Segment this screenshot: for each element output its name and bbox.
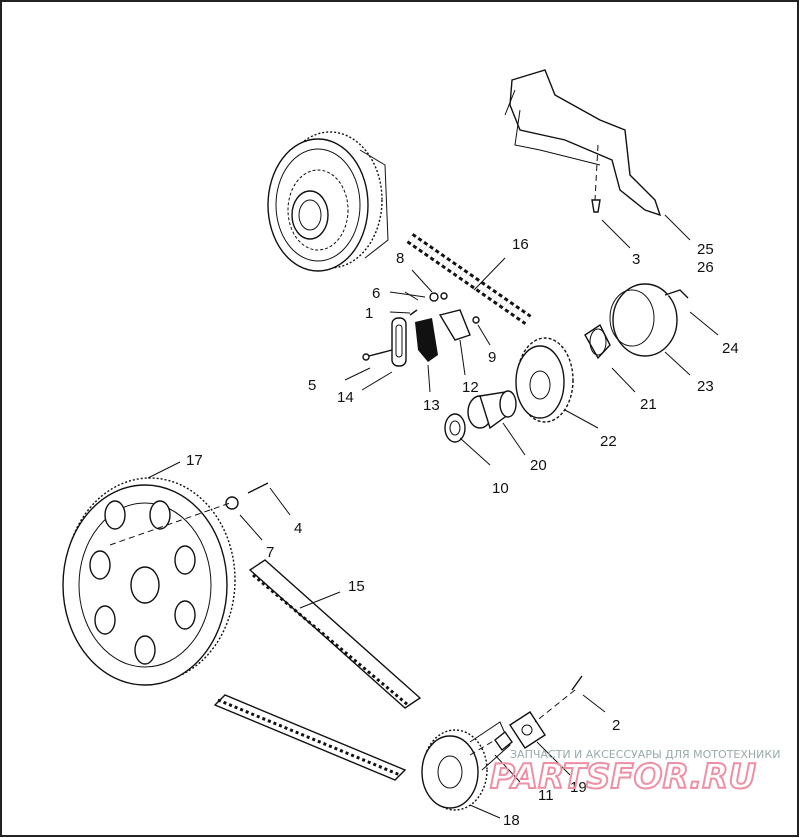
callout-19: 19 bbox=[570, 779, 587, 796]
callout-26: 26 bbox=[697, 259, 714, 276]
callout-9: 9 bbox=[488, 349, 496, 366]
chain-adjuster-parts bbox=[362, 292, 480, 367]
callout-12: 12 bbox=[462, 379, 479, 396]
watermark-caption: ЗАПЧАСТИ И АКСЕССУАРЫ ДЛЯ МОТОТЕХНИКИ bbox=[510, 748, 780, 761]
engine-sprocket-parts bbox=[444, 283, 689, 443]
callout-21: 21 bbox=[640, 396, 657, 413]
leader-lines bbox=[147, 214, 719, 819]
callout-22: 22 bbox=[600, 433, 617, 450]
callout-2: 2 bbox=[612, 717, 620, 734]
callout-labels: 1 2 3 4 5 6 7 8 9 10 11 12 13 14 15 16 1… bbox=[186, 236, 739, 829]
clutch-shell-part bbox=[267, 131, 389, 272]
callout-10: 10 bbox=[492, 480, 509, 497]
callout-3: 3 bbox=[632, 251, 640, 268]
watermark: ЗАПЧАСТИ И АКСЕССУАРЫ ДЛЯ МОТОТЕХНИКИ PA… bbox=[489, 748, 780, 798]
callout-4: 4 bbox=[294, 520, 302, 537]
callout-23: 23 bbox=[697, 378, 714, 395]
callout-6: 6 bbox=[372, 285, 380, 302]
callout-1: 1 bbox=[365, 305, 373, 322]
transmission-pulley-part bbox=[421, 675, 583, 811]
rear-pulley-part bbox=[62, 477, 269, 686]
callout-14: 14 bbox=[337, 389, 354, 406]
callout-17: 17 bbox=[186, 452, 203, 469]
drive-belt-part bbox=[213, 559, 422, 781]
callout-11: 11 bbox=[538, 787, 554, 804]
callout-24: 24 bbox=[722, 340, 739, 357]
callout-8: 8 bbox=[396, 250, 404, 267]
callout-16: 16 bbox=[512, 236, 529, 253]
chain-guard-part bbox=[504, 69, 662, 217]
callout-13: 13 bbox=[423, 397, 440, 414]
callout-15: 15 bbox=[348, 578, 365, 595]
callout-25: 25 bbox=[697, 241, 714, 258]
callout-18: 18 bbox=[503, 812, 520, 829]
callout-7: 7 bbox=[266, 544, 274, 561]
callout-20: 20 bbox=[530, 457, 547, 474]
primary-chain-part bbox=[406, 233, 532, 325]
watermark-logo: PARTSFOR.RU bbox=[490, 757, 756, 797]
callout-5: 5 bbox=[308, 377, 316, 394]
